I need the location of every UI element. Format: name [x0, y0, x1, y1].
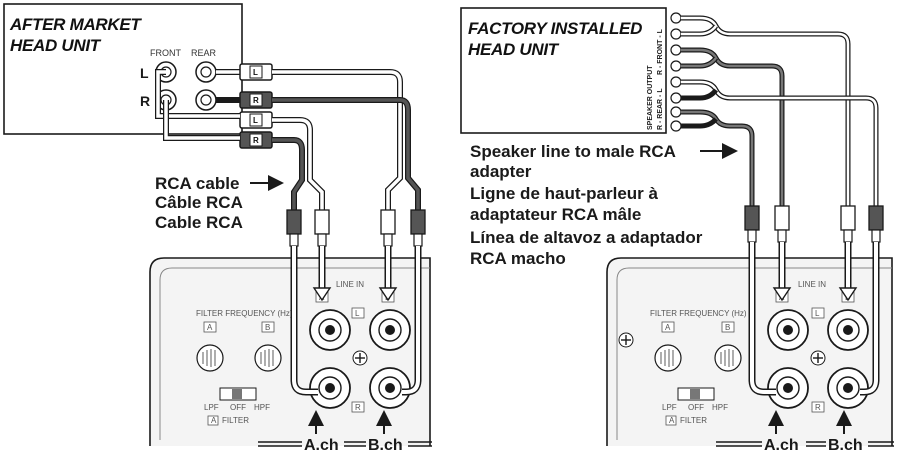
left-ach-label: A.ch: [304, 437, 339, 454]
rear-label: REAR: [191, 48, 217, 58]
front-l-plug-icon: L: [239, 111, 273, 129]
factory-head-unit-box: [460, 7, 667, 134]
rear-l-jack-icon: [195, 61, 217, 83]
right-filter-a-label: A: [665, 323, 671, 332]
right-line-in-l-label: L: [815, 309, 820, 318]
front-r-plug-icon: R: [239, 131, 273, 149]
right-filter-knob-a-icon: [654, 344, 682, 372]
left-line-in-l-label: L: [355, 309, 360, 318]
right-panel-screw-left-icon: [618, 332, 634, 348]
aftermarket-title-line2: HEAD UNIT: [10, 36, 102, 55]
rca-plug-b-r-icon: [410, 209, 426, 247]
right-filter-knob-b-icon: [714, 344, 742, 372]
desc-en-line1: Speaker line to male RCA: [470, 142, 676, 161]
right-bch-label: B.ch: [828, 437, 863, 454]
front-l-plug-letter: L: [253, 116, 258, 125]
right-lpf-label: LPF: [662, 403, 677, 412]
desc-es-line1: Línea de altavoz a adaptador: [470, 228, 703, 247]
arrow-into-a-l-icon: [312, 287, 332, 302]
right-input-b-l-jack-icon: [827, 309, 869, 351]
right-line-in-r-label: R: [815, 403, 821, 412]
right-diagram: FACTORY INSTALLED HEAD UNIT SPEAKER OUTP…: [460, 7, 894, 454]
factory-title-line2: HEAD UNIT: [468, 40, 560, 59]
rca-plug-a-r-icon: [286, 209, 302, 247]
rca-cable-label-es: Cable RCA: [155, 213, 243, 232]
desc-en-line2: adapter: [470, 162, 532, 181]
desc-es-line2: RCA macho: [470, 249, 566, 268]
r-arrow-into-a-l-icon: [772, 287, 792, 302]
right-off-label: OFF: [688, 403, 704, 412]
rear-r-plug-letter: R: [253, 96, 259, 105]
left-input-b-l-jack-icon: [369, 309, 411, 351]
r-arrow-into-b-l-icon: [838, 287, 858, 302]
left-filter-a-badge: A: [211, 416, 217, 425]
speaker-terminals: [670, 12, 682, 132]
right-filter-b-label: B: [725, 323, 730, 332]
jack-l-label: L: [140, 65, 149, 81]
rca-cable-label-fr: Câble RCA: [155, 193, 243, 212]
right-filter-switch: LPF OFF HPF A FILTER: [662, 387, 728, 426]
front-label: FRONT: [150, 48, 181, 58]
left-amplifier-panel: FILTER FREQUENCY (Hz) A B: [149, 257, 431, 446]
right-line-in-label: LINE IN: [798, 280, 826, 289]
speaker-rear-label: R - REAR - L: [657, 88, 664, 130]
left-diagram: AFTER MARKET HEAD UNIT FRONT REAR L R: [3, 3, 432, 454]
left-filter-b-label: B: [265, 323, 270, 332]
right-hpf-label: HPF: [712, 403, 728, 412]
left-hpf-label: HPF: [254, 403, 270, 412]
rca-plug-a-l-icon: [314, 209, 330, 247]
speaker-front-label: R - FRONT - L: [657, 28, 664, 75]
speaker-output-label: SPEAKER OUTPUT: [647, 65, 654, 130]
rca-plug-b-l-icon: [380, 209, 396, 247]
rear-l-plug-letter: L: [253, 68, 258, 77]
left-filter-frequency-label: FILTER FREQUENCY (Hz): [196, 309, 293, 318]
left-line-in-label: LINE IN: [336, 280, 364, 289]
r-rca-plug-b-l-icon: [840, 205, 856, 243]
aftermarket-title-line1: AFTER MARKET: [9, 15, 142, 34]
right-input-b-r-jack-icon: [827, 367, 869, 409]
left-off-label: OFF: [230, 403, 246, 412]
right-filter-a-badge: A: [669, 416, 675, 425]
r-rca-plug-a-r-icon: [744, 205, 760, 243]
left-bch-label: B.ch: [368, 437, 403, 454]
left-filter-knob-b-icon: [254, 344, 282, 372]
desc-fr-line1: Ligne de haut-parleur à: [470, 184, 659, 203]
left-filter-switch: LPF OFF HPF A FILTER: [204, 387, 270, 426]
left-input-a-l-jack-icon: [309, 309, 351, 351]
right-filter-label: FILTER: [680, 416, 707, 425]
r-rca-plug-a-l-icon: [774, 205, 790, 243]
right-input-a-l-jack-icon: [767, 309, 809, 351]
right-input-a-r-jack-icon: [767, 367, 809, 409]
left-line-in-r-label: R: [355, 403, 361, 412]
left-filter-label: FILTER: [222, 416, 249, 425]
left-input-a-r-jack-icon: [309, 367, 351, 409]
desc-fr-line2: adaptateur RCA mâle: [470, 205, 641, 224]
rear-r-plug-icon: R: [216, 91, 273, 109]
left-filter-a-label: A: [207, 323, 213, 332]
rear-l-plug-icon: L: [216, 63, 273, 81]
right-filter-frequency-label: FILTER FREQUENCY (Hz): [650, 309, 747, 318]
left-input-b-r-jack-icon: [369, 367, 411, 409]
left-screw-icon: [352, 350, 368, 366]
arrow-into-b-l-icon: [378, 287, 398, 302]
right-screw-icon: [810, 350, 826, 366]
factory-title-line1: FACTORY INSTALLED: [468, 19, 642, 38]
right-ach-label: A.ch: [764, 437, 799, 454]
left-lpf-label: LPF: [204, 403, 219, 412]
r-rca-plug-b-r-icon: [868, 205, 884, 243]
rear-r-jack-icon: [195, 89, 217, 111]
speaker-wire-front-r: [681, 47, 785, 212]
front-r-plug-letter: R: [253, 136, 259, 145]
rca-cable-label-en: RCA cable: [155, 174, 239, 193]
left-filter-knob-a-icon: [196, 344, 224, 372]
jack-r-label: R: [140, 93, 150, 109]
